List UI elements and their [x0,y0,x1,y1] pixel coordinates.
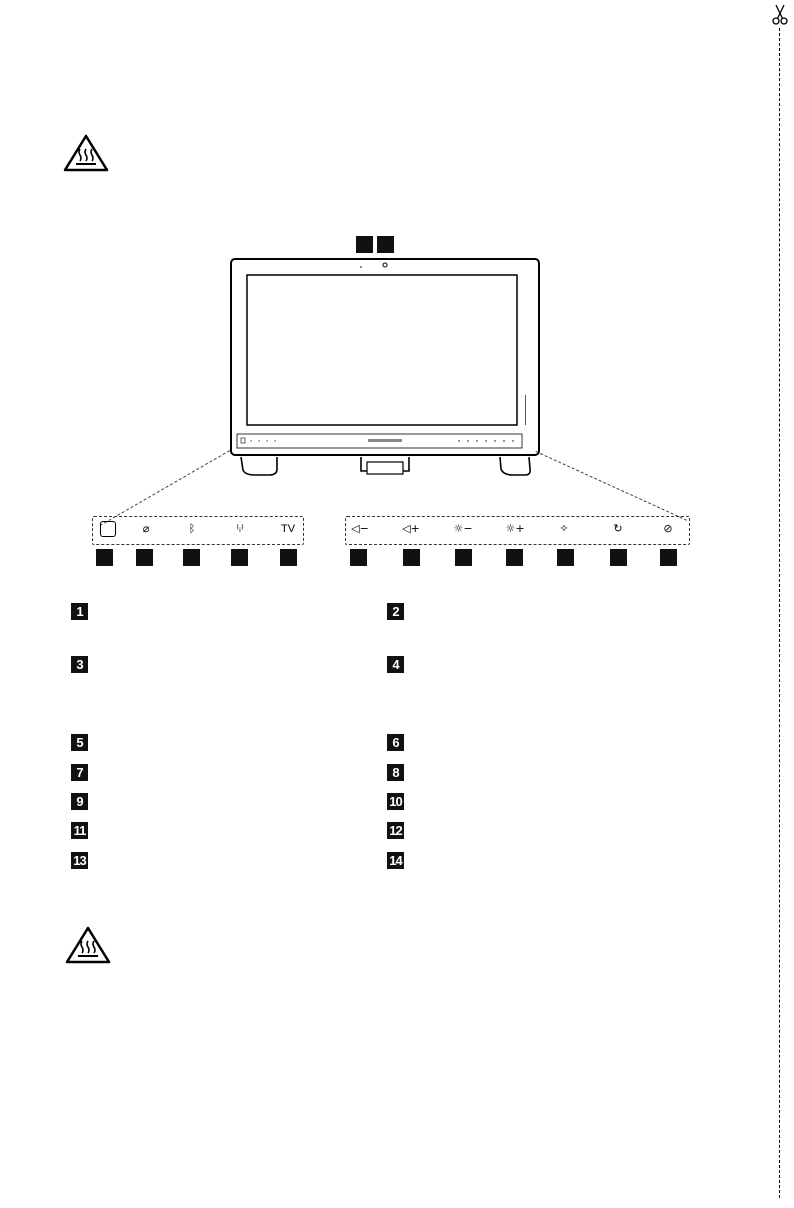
hot-surface-warning-icon [65,926,111,964]
callout-brightness-up [506,549,523,566]
legend-number: 5 [71,734,88,751]
legend-number: 7 [71,764,88,781]
all-in-one-computer [230,258,540,476]
legend-number: 6 [387,734,404,751]
tv-label: TV [280,523,296,535]
callout-microphone [356,236,373,253]
callout-display-off [660,549,677,566]
legend-number: 10 [387,793,404,810]
legend-number: 14 [387,852,404,869]
callout-volume-up [403,549,420,566]
legend-number: 3 [71,656,88,673]
scissors-icon [772,4,788,25]
volume-down-icon: ◁− [351,522,369,535]
volume-up-icon: ◁+ [402,522,420,535]
power-button-icon [100,521,116,537]
legend-number: 4 [387,656,404,673]
callout-tv [280,549,297,566]
brightness-down-icon: ☼− [453,522,473,535]
callout-hdd [136,549,153,566]
image-mode-icon: ✧ [559,522,569,535]
legend-number: 2 [387,603,404,620]
legend-number: 9 [71,793,88,810]
left-button-panel [92,516,304,545]
legend-number: 11 [71,822,88,839]
leader-line-right [535,451,688,521]
right-button-panel [345,516,690,545]
hot-surface-warning-icon [63,134,109,172]
callout-brightness-down [455,549,472,566]
legend-number: 13 [71,852,88,869]
cut-line [779,28,780,1198]
callout-source [610,549,627,566]
callout-wireless [231,549,248,566]
bluetooth-icon: ᛒ [188,522,196,535]
leader-line-left [99,450,230,526]
display-off-icon: ⊘ [663,522,673,535]
legend-number: 12 [387,822,404,839]
callout-image-mode [557,549,574,566]
hard-drive-icon: ⌀ [142,522,150,535]
legend-number: 8 [387,764,404,781]
callout-bluetooth [183,549,200,566]
wireless-icon: ⁽ᵢ⁾ [236,522,244,535]
callout-camera [377,236,394,253]
callout-power [96,549,113,566]
legend-number: 1 [71,603,88,620]
source-switch-icon: ↻ [613,522,623,535]
brightness-up-icon: ☼+ [505,522,525,535]
callout-volume-down [350,549,367,566]
